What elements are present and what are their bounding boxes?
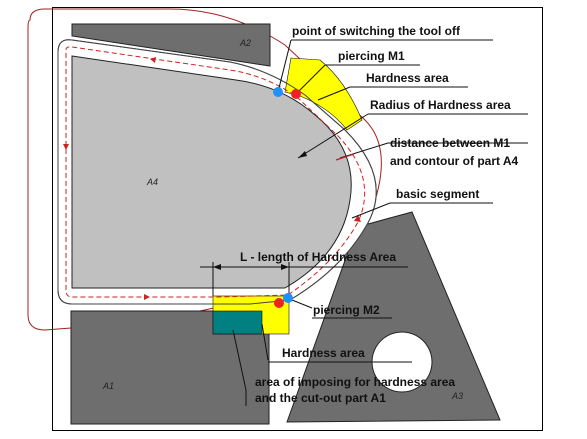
leader-piercing-m1 bbox=[295, 64, 326, 95]
leader-hardness-top bbox=[317, 86, 351, 101]
part-a3-label: A3 bbox=[451, 391, 463, 401]
tool-path-arrow-left bbox=[63, 144, 69, 150]
part-a1-label: A1 bbox=[102, 381, 114, 391]
label-imposing-2: and the cut-out part A1 bbox=[255, 391, 386, 405]
label-hardness-top: Hardness area bbox=[366, 71, 449, 85]
label-imposing-1: area of imposing for hardness area bbox=[255, 375, 455, 389]
label-piercing-m2: piercing M2 bbox=[313, 303, 380, 317]
tool-path-arrow-top bbox=[150, 57, 156, 63]
leader-radius bbox=[297, 113, 369, 159]
part-a2 bbox=[71, 23, 271, 67]
label-basic-segment: basic segment bbox=[396, 187, 479, 201]
tool-path-arrow-bottom bbox=[144, 294, 150, 300]
piercing-m2-point bbox=[274, 298, 284, 308]
outer-contour-line bbox=[57, 39, 377, 305]
part-a4-label: A4 bbox=[146, 177, 158, 187]
piercing-m1-point bbox=[291, 89, 301, 99]
tool-path bbox=[65, 46, 366, 298]
tool-path-arrow-right bbox=[354, 215, 361, 222]
switch-off-point bbox=[273, 87, 283, 97]
label-radius: Radius of Hardness area bbox=[370, 98, 511, 112]
radius-arrow bbox=[298, 151, 307, 158]
hardness-area-top bbox=[284, 57, 363, 131]
label-hardness-bottom: Hardness area bbox=[282, 346, 365, 360]
label-length: L - length of Hardness Area bbox=[240, 250, 396, 264]
part-a3 bbox=[286, 211, 501, 423]
imposing-area bbox=[212, 310, 263, 335]
part-a2-label: A2 bbox=[239, 38, 251, 48]
length-arrow-right bbox=[281, 264, 289, 270]
label-switch-off: point of switching the tool off bbox=[292, 24, 461, 38]
length-arrow-left bbox=[213, 264, 221, 270]
leader-hardness-bottom bbox=[261, 323, 269, 361]
leader-switch-off bbox=[277, 39, 292, 93]
distance-marker bbox=[335, 153, 355, 161]
switch-off-point-bottom bbox=[283, 293, 293, 303]
leader-piercing-m2 bbox=[291, 299, 313, 309]
label-distance-1: distance between M1 bbox=[390, 136, 510, 150]
leader-basic-segment bbox=[351, 202, 391, 219]
label-piercing-m1: piercing M1 bbox=[338, 49, 405, 63]
leader-imposing bbox=[232, 329, 247, 391]
label-distance-2: and contour of part A4 bbox=[390, 154, 519, 168]
